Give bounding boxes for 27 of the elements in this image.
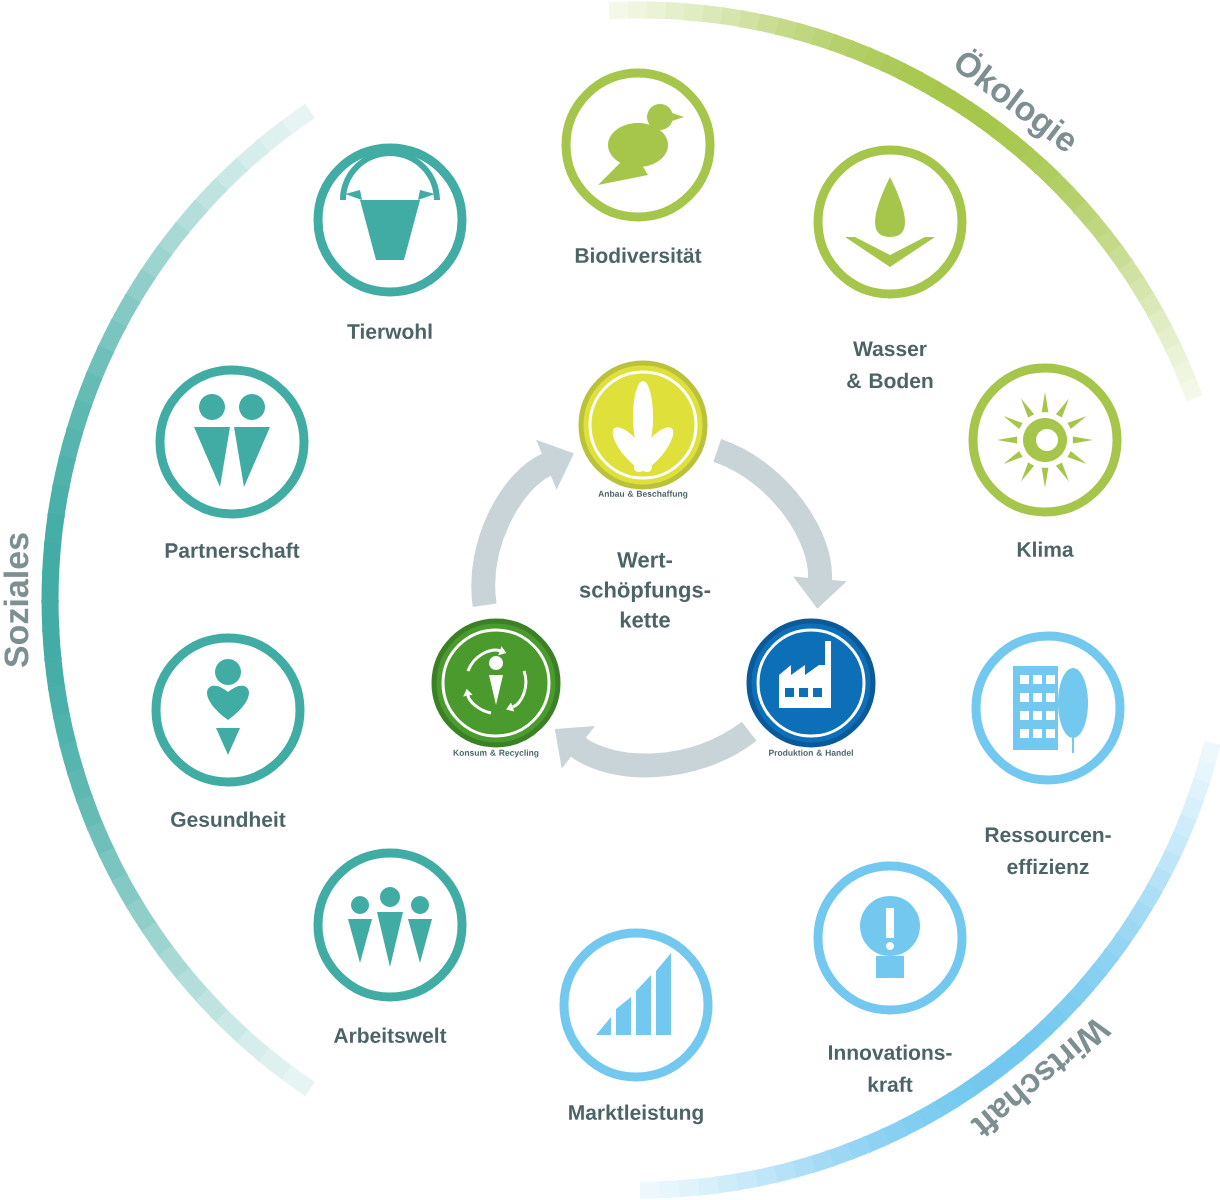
topic-circle xyxy=(561,68,715,263)
topic-label: Anbau & Beschaffung xyxy=(598,490,688,499)
topic-circle xyxy=(431,618,561,758)
topic-circle xyxy=(151,633,305,827)
topic-circle xyxy=(968,363,1122,557)
topic-label: Wasser & Boden xyxy=(847,341,933,389)
topic-label: Arbeitswelt xyxy=(333,1027,447,1043)
topic-label: Gesundheit xyxy=(171,811,286,827)
center-title: Wert-schöpfungs-kette xyxy=(579,552,711,628)
topic-label: Biodiversität xyxy=(575,247,702,263)
topic-label: Marktleistung xyxy=(569,1104,703,1125)
topic-circle xyxy=(578,360,708,499)
topic-circle xyxy=(813,861,967,1092)
topic-label: Tierwohl xyxy=(347,323,432,339)
category-label: Soziales xyxy=(3,533,29,668)
topic-circle xyxy=(559,928,713,1125)
topic-label: Klima xyxy=(1017,541,1074,557)
topic-circle xyxy=(971,631,1125,875)
topic-label: Partnerschaft xyxy=(165,542,300,558)
topic-label: Konsum & Recycling xyxy=(453,749,539,758)
topic-circle xyxy=(313,848,467,1043)
topic-label: Innovations-kraft xyxy=(829,1044,952,1092)
topic-label: Ressourcen-effizienz xyxy=(985,827,1111,875)
topic-circle xyxy=(155,365,309,558)
topic-circle xyxy=(313,143,467,339)
topic-circle xyxy=(746,618,876,756)
topic-label: Produktion & Handel xyxy=(769,749,853,756)
